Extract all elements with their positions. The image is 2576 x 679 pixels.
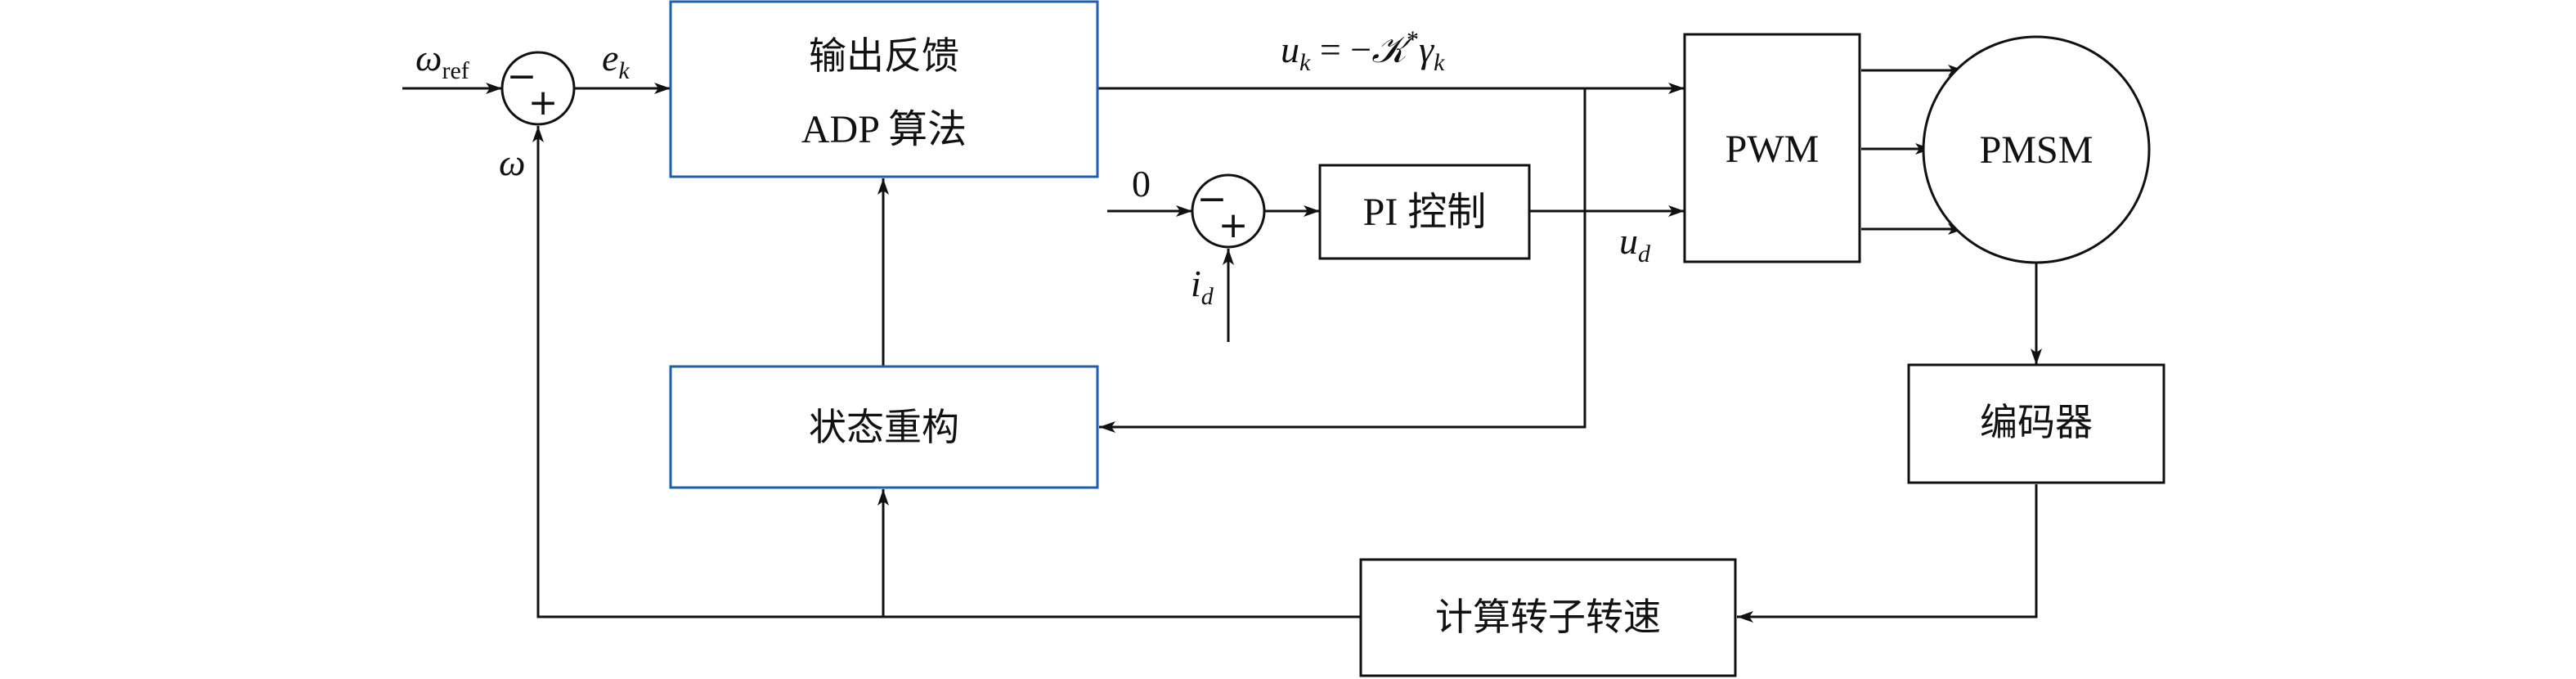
label-uk-equation: uk = −𝒦*γk — [1281, 26, 1445, 76]
block-pmsm: PMSM — [1922, 35, 2151, 264]
sum-junction-speed: − + — [500, 51, 576, 126]
sum1-plus-sign: + — [528, 82, 559, 124]
wire-uk-tap-to-state — [1099, 88, 1586, 433]
label-omega-feedback: ω — [499, 142, 525, 183]
block-pwm: PWM — [1683, 33, 1861, 263]
label-error-ek: ek — [602, 37, 630, 84]
pwm-label: PWM — [1726, 128, 1820, 171]
label-ud: ud — [1619, 220, 1651, 268]
pi-control-label: PI 控制 — [1363, 191, 1487, 234]
sum-junction-current: − + — [1191, 173, 1266, 249]
wire-speed-feedback — [532, 126, 1361, 618]
sum2-minus-sign: − — [1197, 178, 1227, 220]
block-pi-control: PI 控制 — [1318, 164, 1531, 260]
pmsm-label: PMSM — [1980, 128, 2094, 172]
adp-label-line1: 输出反馈 — [809, 34, 959, 78]
rotor-speed-label: 计算转子转速 — [1435, 595, 1661, 639]
block-rotor-speed: 计算转子转速 — [1359, 558, 1737, 677]
adp-label-line2: ADP 算法 — [801, 108, 967, 151]
label-omega-ref: ωref — [415, 37, 469, 84]
label-zero-ref: 0 — [1132, 163, 1151, 205]
block-adp-algorithm: 输出反馈 ADP 算法 — [669, 0, 1099, 178]
signal-wires — [402, 65, 2042, 623]
sum2-plus-sign: + — [1218, 205, 1249, 246]
sum1-minus-sign: − — [507, 56, 537, 97]
label-id: id — [1191, 263, 1214, 310]
block-encoder: 编码器 — [1907, 363, 2165, 484]
block-state-reconstruction: 状态重构 — [669, 365, 1099, 489]
encoder-label: 编码器 — [1980, 400, 2093, 444]
wire-encoder-to-speed — [1737, 484, 2038, 623]
state-recon-label: 状态重构 — [809, 405, 959, 449]
